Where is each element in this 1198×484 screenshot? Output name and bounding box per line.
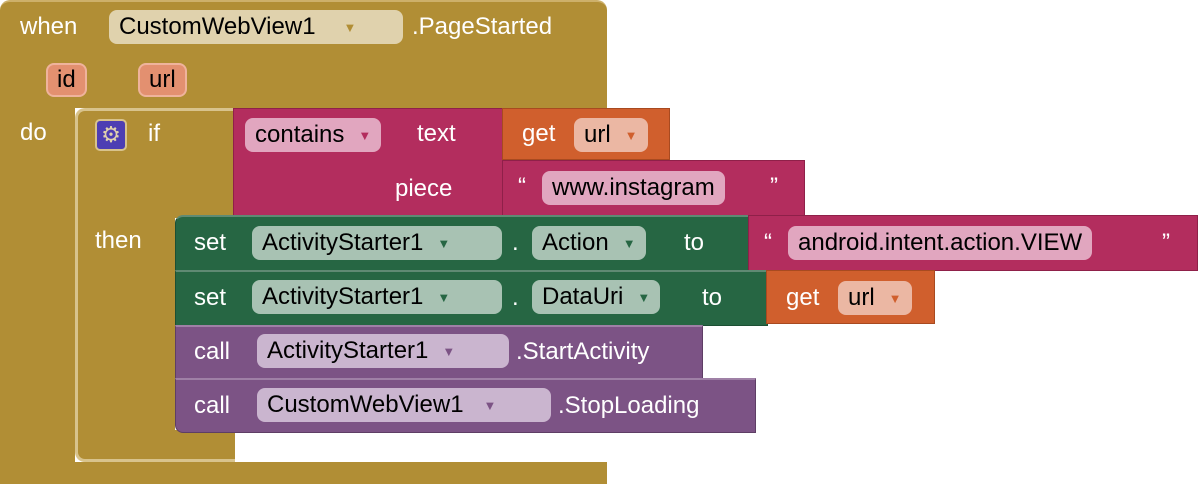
to-label: to [702,284,723,311]
component-name: CustomWebView1 [267,391,464,418]
contains-dropdown[interactable]: contains ▼ [245,118,382,152]
method-name: .StopLoading [558,392,700,419]
component-name: ActivityStarter1 [262,283,424,310]
when-label: when [20,13,78,40]
component-dropdown[interactable]: ActivityStarter1 ▼ [252,226,502,260]
get-label: get [786,284,820,311]
dropdown-arrow-icon: ▼ [888,290,902,306]
dropdown-arrow-icon: ▼ [358,127,372,143]
get-label: get [522,120,556,147]
variable-dropdown[interactable]: url ▼ [838,281,912,315]
method-name: .StartActivity [516,338,650,365]
dropdown-arrow-icon: ▼ [624,127,638,143]
component-dropdown[interactable]: CustomWebView1 ▼ [257,388,551,422]
then-label: then [95,227,142,254]
quote-open: “ [764,229,772,256]
call-label: call [194,392,231,419]
component-name: CustomWebView1 [119,13,316,40]
property-dropdown[interactable]: Action ▼ [532,226,646,260]
quote-close: ” [1162,229,1170,256]
dropdown-arrow-icon: ▼ [483,397,497,413]
dot-label: . [512,284,519,311]
text-field[interactable]: android.intent.action.VIEW [788,226,1093,260]
if-label: if [148,120,160,147]
do-label: do [20,119,47,146]
component-name: ActivityStarter1 [262,229,424,256]
dropdown-arrow-icon: ▼ [343,19,357,35]
property-dropdown[interactable]: DataUri ▼ [532,280,661,314]
quote-open: “ [518,173,526,200]
text-field[interactable]: www.instagram [542,171,725,205]
property-name: DataUri [542,283,624,310]
component-dropdown[interactable]: ActivityStarter1 ▼ [252,280,502,314]
component-dropdown[interactable]: CustomWebView1 ▼ [109,10,403,44]
dropdown-arrow-icon: ▼ [442,343,456,359]
piece-label: piece [395,175,453,202]
param-id[interactable]: id [46,63,87,97]
variable-dropdown[interactable]: url ▼ [574,118,648,152]
dropdown-arrow-icon: ▼ [437,235,451,251]
set-label: set [194,284,227,311]
mutator-gear-icon[interactable]: ⚙ [95,119,127,151]
event-block-left [0,100,75,484]
dropdown-arrow-icon: ▼ [437,289,451,305]
set-label: set [194,229,227,256]
event-block-bottom [0,462,607,484]
component-name: ActivityStarter1 [267,337,429,364]
dropdown-arrow-icon: ▼ [637,289,651,305]
param-url[interactable]: url [138,63,187,97]
contains-op: contains [255,121,345,148]
if-block-bottom [75,430,235,462]
to-label: to [684,229,705,256]
quote-close: ” [770,173,778,200]
call-label: call [194,338,231,365]
event-name: .PageStarted [412,13,553,40]
if-block-left [75,215,175,432]
property-name: Action [542,229,609,256]
var-name: url [584,121,611,148]
dot-label: . [512,229,519,256]
text-label: text [417,120,456,147]
component-dropdown[interactable]: ActivityStarter1 ▼ [257,334,509,368]
var-name: url [848,284,875,311]
dropdown-arrow-icon: ▼ [622,235,636,251]
